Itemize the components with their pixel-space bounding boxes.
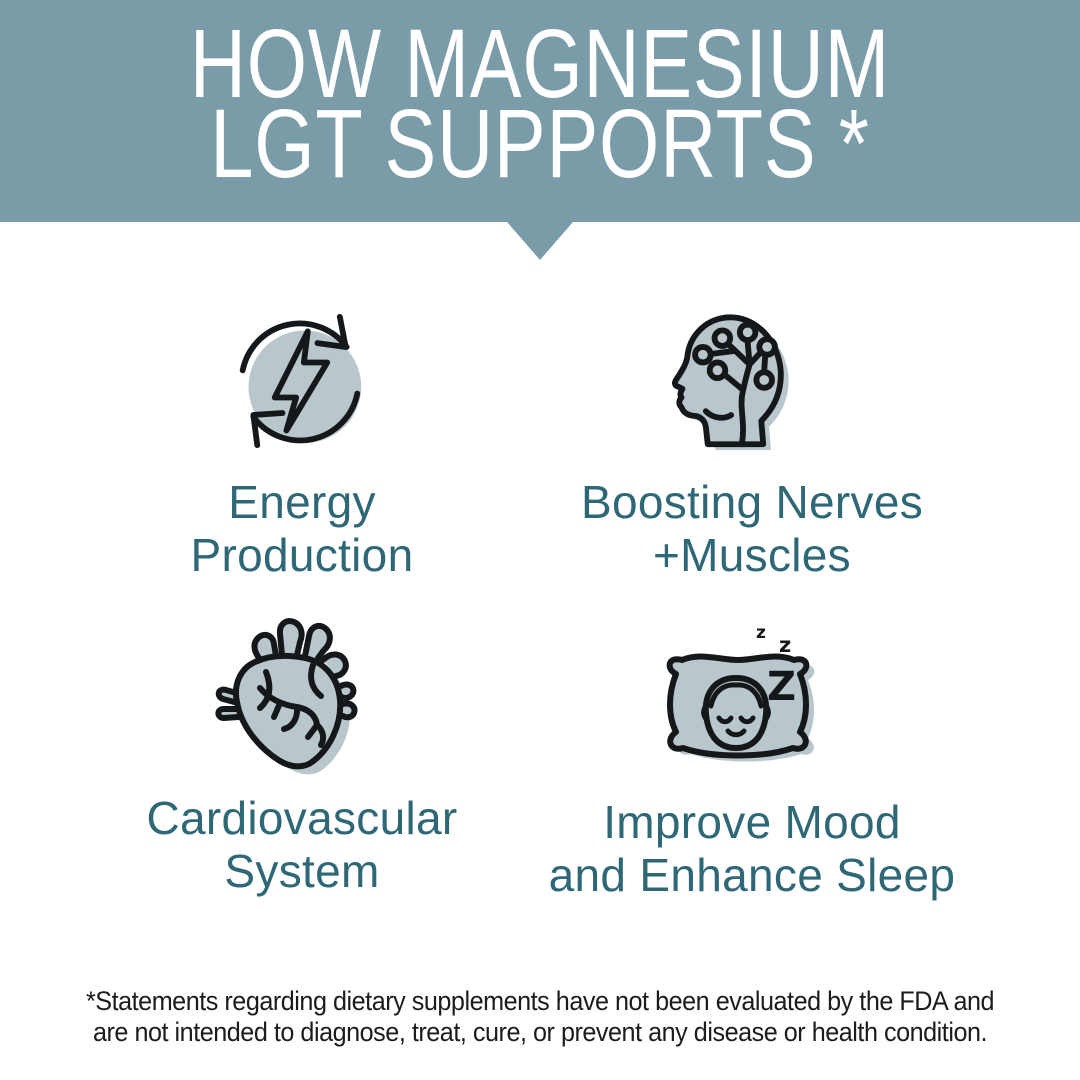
fda-disclaimer-text: *Statements regarding dietary supplement… — [85, 986, 995, 1047]
feature-label-cardiovascular: Cardiovascular System — [146, 792, 458, 897]
feature-label-mood-sleep: Improve Mood and Enhance Sleep — [548, 796, 956, 901]
sleep-z-medium: z — [779, 633, 791, 657]
page-title-line2: LGT SUPPORTS * — [210, 89, 870, 198]
header-banner: HOW MAGNESIUM LGT SUPPORTS * — [0, 0, 1080, 222]
banner-pointer-triangle — [507, 222, 573, 260]
feature-label-nerves-muscles: Boosting Nerves +Muscles — [581, 476, 923, 581]
page-title-line1: HOW MAGNESIUM — [189, 9, 891, 118]
anatomical-heart-icon — [215, 618, 358, 775]
sleep-z-small: z — [756, 623, 766, 643]
page-title: HOW MAGNESIUM LGT SUPPORTS * — [108, 0, 972, 198]
sleep-z-large: Z — [767, 664, 796, 710]
sleeping-face-pillow-icon: z z Z — [666, 623, 815, 762]
feature-label-energy-production: Energy Production — [190, 476, 414, 581]
head-nerves-icon — [672, 314, 789, 451]
energy-cycle-icon — [239, 313, 362, 448]
